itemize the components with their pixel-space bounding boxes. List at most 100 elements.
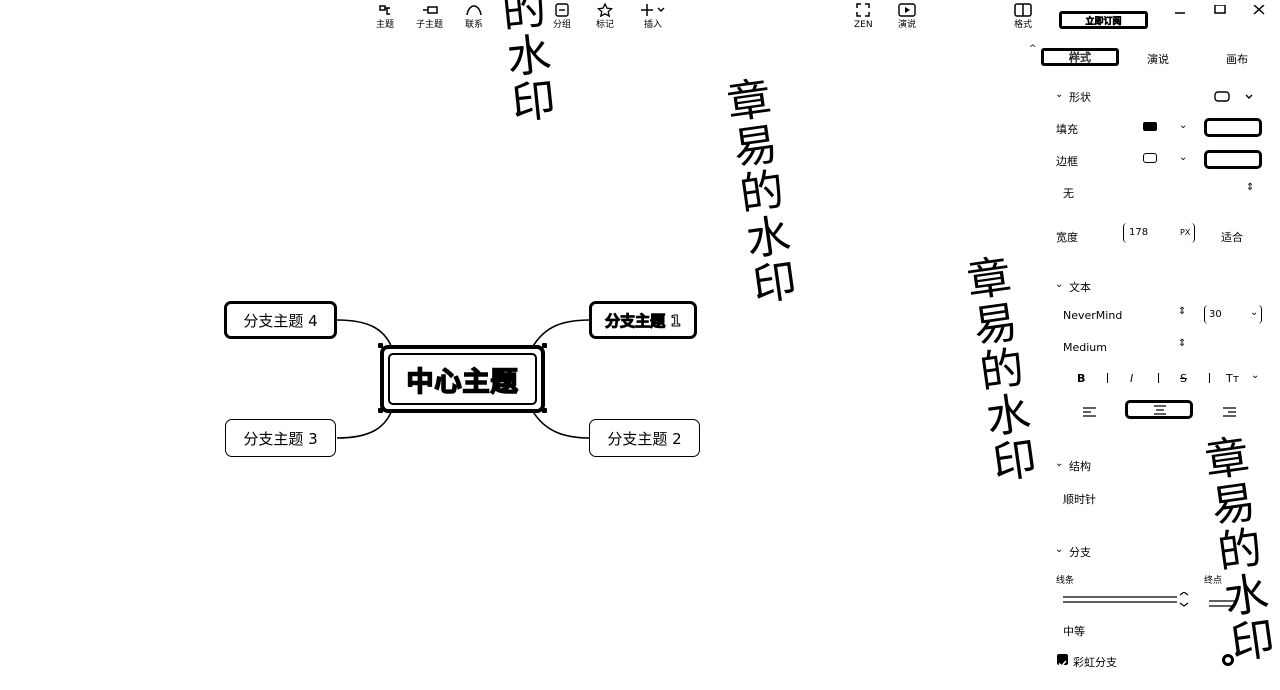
font-family-updown-icon[interactable]: ⇕ bbox=[1178, 306, 1187, 317]
subtopic-icon bbox=[422, 6, 438, 14]
align-center-button[interactable] bbox=[1125, 400, 1193, 419]
plus-chevron-icon bbox=[641, 4, 665, 16]
border-style-updown-icon[interactable]: ⇕ bbox=[1246, 182, 1255, 193]
branch-topic-4[interactable]: 分支主题 4 bbox=[224, 301, 337, 339]
marker-button[interactable]: 标记 bbox=[596, 3, 614, 31]
branch-section-title: 分支 bbox=[1069, 546, 1091, 559]
text-case-button[interactable]: Tт bbox=[1226, 372, 1239, 385]
bold-button[interactable]: B bbox=[1077, 372, 1085, 385]
central-topic-inner-border bbox=[388, 353, 537, 405]
italic-label: I bbox=[1130, 372, 1134, 385]
tab-present-label: 演说 bbox=[1147, 53, 1169, 66]
border-style-button[interactable] bbox=[1204, 150, 1262, 169]
tab-canvas-label: 画布 bbox=[1226, 53, 1248, 66]
text-case-dropdown-icon[interactable]: ⌄ bbox=[1251, 370, 1260, 381]
subtopic-label: 子主题 bbox=[416, 20, 444, 30]
close-icon[interactable] bbox=[1253, 0, 1265, 19]
rainbow-branch-label: 彩虹分支 bbox=[1073, 656, 1117, 669]
maximize-icon[interactable] bbox=[1214, 0, 1226, 19]
line-label: 线条 bbox=[1056, 576, 1075, 586]
align-right-icon[interactable] bbox=[1221, 403, 1237, 422]
fullscreen-icon bbox=[856, 3, 871, 17]
line-end-select[interactable] bbox=[1208, 595, 1238, 614]
topic-button[interactable]: 主题 bbox=[376, 3, 394, 31]
watermark-corner: 章 易 的 水 印 bbox=[1200, 431, 1280, 670]
insert-button[interactable]: 插入 bbox=[640, 3, 666, 31]
color-theme-icon[interactable] bbox=[1222, 654, 1234, 666]
tab-style[interactable]: 样式 bbox=[1041, 48, 1119, 66]
rainbow-branch-checkbox[interactable] bbox=[1057, 654, 1068, 668]
subtopic-button[interactable]: 子主题 bbox=[416, 3, 443, 31]
border-label: 边框 bbox=[1056, 155, 1078, 168]
shape-section-title: 形状 bbox=[1069, 91, 1091, 104]
present-button[interactable]: 演说 bbox=[898, 3, 916, 31]
relation-button[interactable]: 联系 bbox=[465, 3, 483, 31]
font-size-select[interactable]: 30 ⌄ bbox=[1204, 305, 1262, 324]
star-icon bbox=[597, 3, 613, 17]
tab-canvas[interactable]: 画布 bbox=[1226, 51, 1248, 67]
font-weight-value: Medium bbox=[1063, 341, 1107, 354]
branch-topic-3[interactable]: 分支主题 3 bbox=[225, 419, 336, 457]
line-end-icon bbox=[1209, 600, 1235, 607]
align-left-icon[interactable] bbox=[1082, 403, 1098, 422]
bold-label: B bbox=[1077, 372, 1086, 385]
subscribe-button[interactable]: 立即订阅 bbox=[1059, 11, 1148, 29]
font-weight-updown-icon[interactable]: ⇕ bbox=[1178, 338, 1187, 349]
check-icon bbox=[1058, 660, 1067, 668]
align-center-icon bbox=[1154, 405, 1166, 415]
branch-topic-3-label: 分支主题 3 bbox=[243, 429, 318, 448]
fit-width-button[interactable]: 适合 bbox=[1221, 229, 1243, 245]
width-label: 宽度 bbox=[1056, 231, 1078, 244]
marker-label: 标记 bbox=[596, 20, 615, 30]
structure-value: 顺时针 bbox=[1063, 493, 1096, 506]
topic-icon bbox=[379, 5, 390, 15]
line-style-select[interactable] bbox=[1062, 591, 1190, 614]
format-label: 格式 bbox=[1014, 20, 1033, 30]
minimize-icon[interactable] bbox=[1174, 2, 1186, 21]
summary-label: 分组 bbox=[553, 20, 572, 30]
subscribe-label: 立即订阅 bbox=[1085, 16, 1122, 27]
border-shape-icon[interactable] bbox=[1143, 153, 1157, 163]
font-weight-select[interactable]: Medium bbox=[1063, 341, 1107, 354]
watermark-char: 易 bbox=[1208, 476, 1259, 534]
present-label: 演说 bbox=[898, 20, 917, 30]
width-value: 178 bbox=[1129, 227, 1149, 238]
line-weight-select[interactable]: 中等 bbox=[1063, 623, 1085, 639]
collapse-caret-icon[interactable]: ^ bbox=[1029, 44, 1037, 54]
structure-select[interactable]: 顺时针 bbox=[1063, 491, 1096, 507]
width-unit: PX bbox=[1180, 228, 1191, 237]
text-section-toggle-icon[interactable]: ⌄ bbox=[1055, 279, 1064, 290]
summary-button[interactable]: 分组 bbox=[553, 3, 571, 31]
branch-topic-4-label: 分支主题 4 bbox=[243, 311, 318, 330]
branch-topic-1[interactable]: 分支主题 1 bbox=[589, 301, 697, 339]
divider bbox=[1107, 373, 1108, 383]
font-family-value: NeverMind bbox=[1063, 309, 1123, 322]
resize-handle-bl[interactable] bbox=[378, 408, 383, 413]
tab-present[interactable]: 演说 bbox=[1147, 51, 1169, 67]
branch-topic-2[interactable]: 分支主题 2 bbox=[589, 419, 700, 457]
central-topic[interactable]: 中心主题 bbox=[380, 345, 545, 413]
shape-section-toggle-icon[interactable]: ⌄ bbox=[1055, 89, 1064, 100]
italic-button[interactable]: I bbox=[1130, 372, 1133, 385]
font-size-value: 30 bbox=[1209, 309, 1222, 320]
border-style-select[interactable]: 无 bbox=[1063, 185, 1074, 201]
shape-selector[interactable] bbox=[1212, 89, 1256, 108]
branch-section-toggle-icon[interactable]: ⌄ bbox=[1055, 544, 1064, 555]
fill-style-button[interactable] bbox=[1204, 118, 1262, 137]
resize-handle-br[interactable] bbox=[542, 408, 547, 413]
resize-handle-tr[interactable] bbox=[542, 343, 547, 348]
strikethrough-button[interactable]: S bbox=[1180, 372, 1187, 385]
structure-section-toggle-icon[interactable]: ⌄ bbox=[1055, 458, 1064, 469]
font-family-select[interactable]: NeverMind bbox=[1063, 309, 1122, 322]
central-topic-label: 中心主题 bbox=[406, 366, 519, 399]
end-label: 终点 bbox=[1204, 576, 1223, 586]
border-style-value: 无 bbox=[1063, 187, 1074, 200]
border-dropdown-icon[interactable]: ⌄ bbox=[1179, 152, 1188, 163]
format-button[interactable]: 格式 bbox=[1014, 3, 1032, 31]
fill-color-swatch[interactable] bbox=[1143, 122, 1157, 131]
zen-button[interactable]: ZEN bbox=[854, 3, 873, 31]
fill-dropdown-icon[interactable]: ⌄ bbox=[1179, 120, 1188, 131]
resize-handle-tl[interactable] bbox=[378, 343, 383, 348]
text-case-label: Tт bbox=[1226, 372, 1240, 385]
width-input[interactable]: 178 PX bbox=[1123, 223, 1195, 243]
